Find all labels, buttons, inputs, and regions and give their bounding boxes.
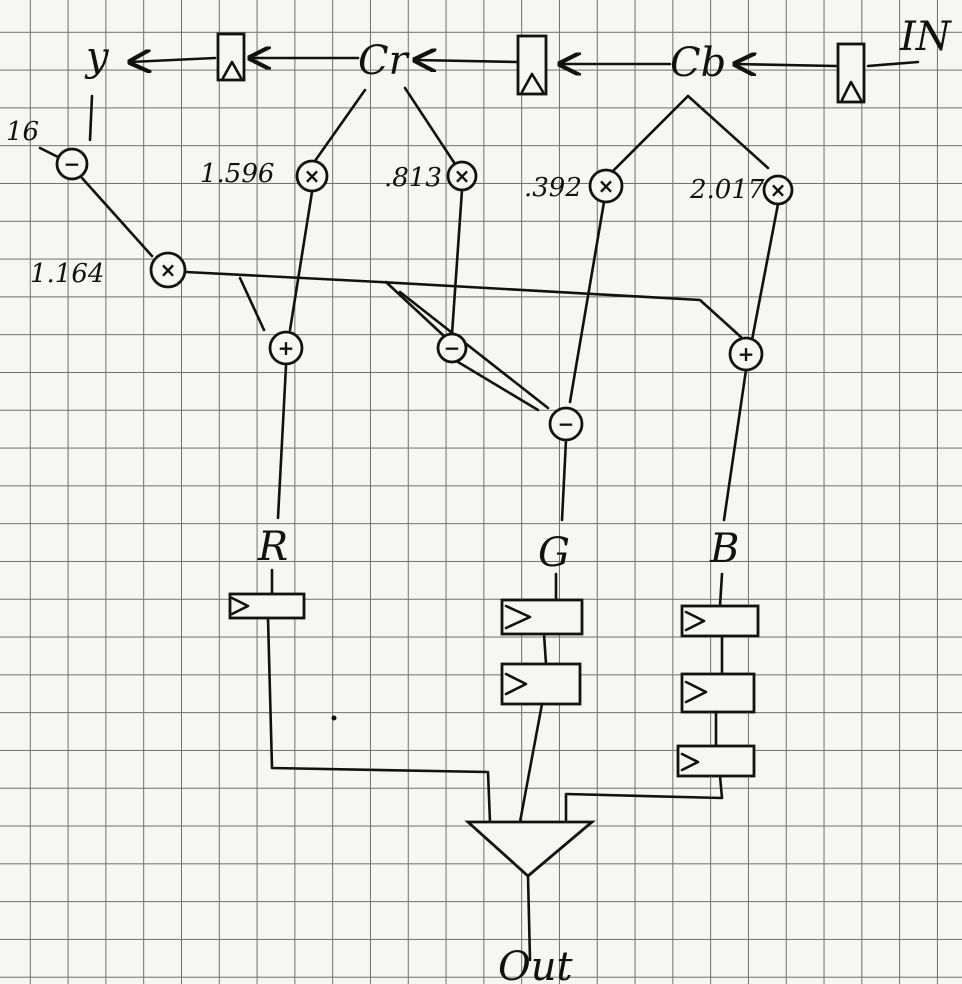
r-label: R [257, 524, 288, 570]
r-add-op: + [268, 330, 304, 366]
cr-g-multiply-op: × [446, 160, 478, 192]
offset-constant: 16 [6, 117, 39, 147]
register-3 [836, 42, 866, 104]
input-label: IN [899, 14, 953, 60]
output-label: Out [498, 944, 574, 984]
svg-text:×: × [770, 178, 787, 202]
svg-text:−: − [558, 412, 575, 436]
svg-text:+: + [738, 342, 755, 366]
g-subtract-op-1: − [436, 332, 468, 364]
fanout-wires [38, 86, 770, 178]
wire-reg2-cr [415, 60, 520, 62]
register-2 [516, 34, 548, 96]
r-register-chain [228, 568, 492, 824]
datapath-wires [80, 176, 780, 522]
y-label: y [84, 34, 110, 80]
y-multiply-op: × [149, 251, 187, 289]
ink-speck [331, 715, 337, 721]
output-mux [464, 820, 596, 962]
input-pipeline [130, 32, 920, 104]
svg-text:+: + [278, 336, 295, 360]
svg-text:×: × [454, 164, 471, 188]
cb-label: Cb [670, 40, 726, 86]
wire-reg1-y [130, 58, 217, 62]
cb-g-multiply-op: × [588, 168, 624, 204]
b-add-op: + [728, 336, 764, 372]
cr-r-multiply-op: × [295, 159, 329, 193]
b-label: B [709, 526, 739, 572]
wire-reg3-cb [735, 64, 838, 66]
svg-text:×: × [304, 164, 321, 188]
b-register-chain [564, 572, 760, 822]
svg-text:×: × [598, 174, 615, 198]
g-label: G [538, 530, 570, 576]
cb-b-constant: 2.017 [689, 175, 765, 205]
subtract-op: − [55, 147, 89, 181]
g-register-chain [500, 572, 584, 824]
cb-b-multiply-op: × [762, 174, 794, 206]
cr-label: Cr [358, 38, 411, 84]
y-coeff-constant: 1.164 [30, 259, 104, 289]
register-1 [216, 32, 246, 82]
svg-text:−: − [444, 336, 461, 360]
cb-g-constant: .392 [524, 173, 582, 203]
svg-text:−: − [64, 152, 81, 176]
wire-in [866, 60, 920, 68]
cr-r-constant: 1.596 [200, 159, 274, 189]
cr-g-constant: .813 [384, 163, 442, 193]
g-subtract-op-2: − [548, 406, 584, 442]
svg-text:×: × [160, 258, 177, 282]
